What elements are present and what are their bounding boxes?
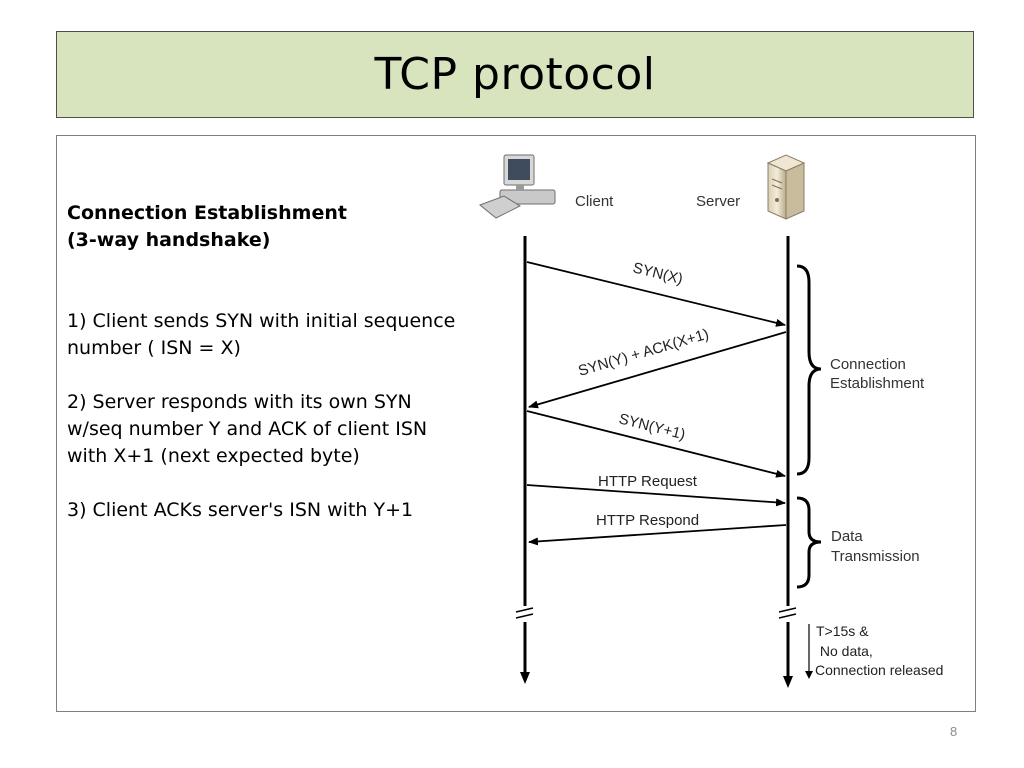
ack-arrow [526,410,786,478]
client-computer-icon [479,154,556,219]
server-break-mark [778,607,797,613]
step-2-line3: with X+1 (next expected byte) [67,445,360,467]
client-timeline-arrow [520,672,530,684]
step-2-line2: w/seq number Y and ACK of client ISN [67,418,428,440]
content-box: Connection Establishment (3-way handshak… [56,135,976,712]
page-number: 8 [950,724,958,739]
client-label: Client [575,193,614,210]
release-arrow [805,671,813,679]
step-1-line2: number ( ISN = X) [67,337,241,359]
client-break-mark [515,607,534,613]
server-label: Server [696,193,740,210]
http-respond-label: HTTP Respond [596,512,699,529]
title-bar: TCP protocol [56,31,974,118]
release-line2: No data, [816,643,873,659]
data-brace [796,496,822,589]
syn-label: SYN(X) [631,259,684,288]
syn-arrow [526,261,786,327]
section-heading-line1: Connection Establishment [67,202,347,224]
text-column: Connection Establishment (3-way handshak… [67,200,487,524]
synack-label: SYN(Y) + ACK(X+1) [576,326,710,380]
http-request-arrow [526,484,786,507]
step-3-line1: 3) Client ACKs server's ISN with Y+1 [67,499,414,521]
step-2-line1: 2) Server responds with its own SYN [67,391,412,413]
connection-brace [796,264,822,476]
ack-label: SYN(Y+1) [617,410,687,443]
release-line1: T>15s & [816,623,869,639]
section-heading-line2: (3-way handshake) [67,229,271,251]
http-respond-arrow [528,524,787,546]
connection-phase-line1: Connection [830,356,906,373]
connection-phase-line2: Establishment [830,375,925,392]
step-1-line1: 1) Client sends SYN with initial sequenc… [67,310,456,332]
client-break-mark [515,613,534,619]
server-timeline-arrow [783,676,793,688]
server-tower-icon [766,154,806,220]
data-phase-line1: Data [831,528,863,545]
slide-title: TCP protocol [374,49,656,100]
server-break-mark [778,613,797,619]
http-request-label: HTTP Request [598,473,698,490]
synack-arrow [528,331,787,409]
data-phase-line2: Transmission [831,548,920,565]
release-line3: Connection released [815,662,943,678]
